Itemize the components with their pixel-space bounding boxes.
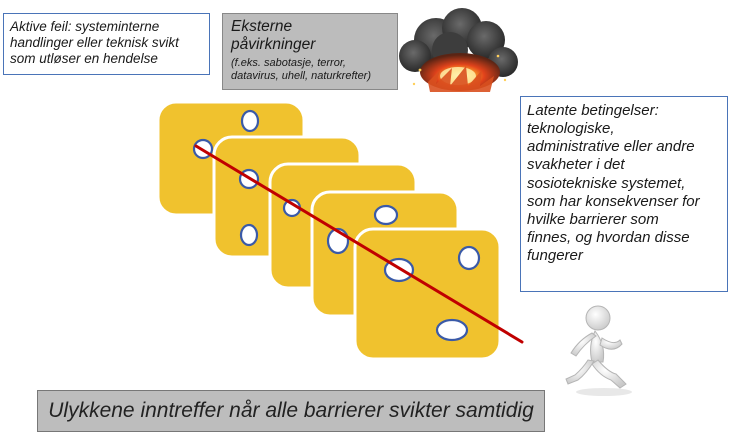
accident-trajectory-line [194, 144, 524, 344]
caption-banner: Ulykkene inntreffer når alle barrierer s… [37, 390, 545, 432]
barrier-hole [457, 245, 481, 271]
active-errors-box: Aktive feil: systeminterne handlinger el… [3, 13, 210, 75]
latent-conditions-line: svakheter i det [527, 156, 625, 174]
running-figure-icon [565, 305, 632, 396]
latent-conditions-line: finnes, og hvordan disse [527, 228, 690, 246]
external-influences-example-line: (f.eks. sabotasje, terror, [231, 56, 346, 69]
active-errors-line: som utløser en hendelse [10, 51, 158, 67]
external-influences-title: påvirkninger [231, 35, 316, 53]
barrier-hole [240, 109, 260, 133]
external-influences-example-line: datavirus, uhell, naturkrefter) [231, 69, 372, 82]
latent-conditions-box: Latente betingelser: teknologiske, admin… [520, 96, 728, 292]
external-influences-examples: (f.eks. sabotasje, terror, datavirus, uh… [231, 57, 389, 83]
explosion-icon [399, 8, 518, 92]
latent-conditions-line: Latente betingelser: [527, 102, 659, 119]
active-errors-line: handlinger eller teknisk svikt [10, 35, 179, 51]
barrier-hole [435, 318, 469, 342]
latent-conditions-line: hvilke barrierer som [527, 210, 659, 228]
latent-conditions-line: teknologiske, [527, 120, 615, 138]
latent-conditions-line: som har konsekvenser for [527, 192, 700, 210]
latent-conditions-line: sosiotekniske systemet, [527, 174, 686, 192]
latent-conditions-line: administrative eller andre [527, 138, 695, 156]
latent-conditions-line: fungerer [527, 247, 583, 265]
external-influences-title: Eksterne [231, 18, 293, 35]
active-errors-line: Aktive feil: systeminterne [10, 19, 160, 34]
barrier-slice-5 [353, 227, 502, 361]
external-influences-box: Eksterne påvirkninger (f.eks. sabotasje,… [222, 13, 398, 90]
barrier-hole [239, 223, 259, 247]
barrier-hole [373, 204, 399, 226]
